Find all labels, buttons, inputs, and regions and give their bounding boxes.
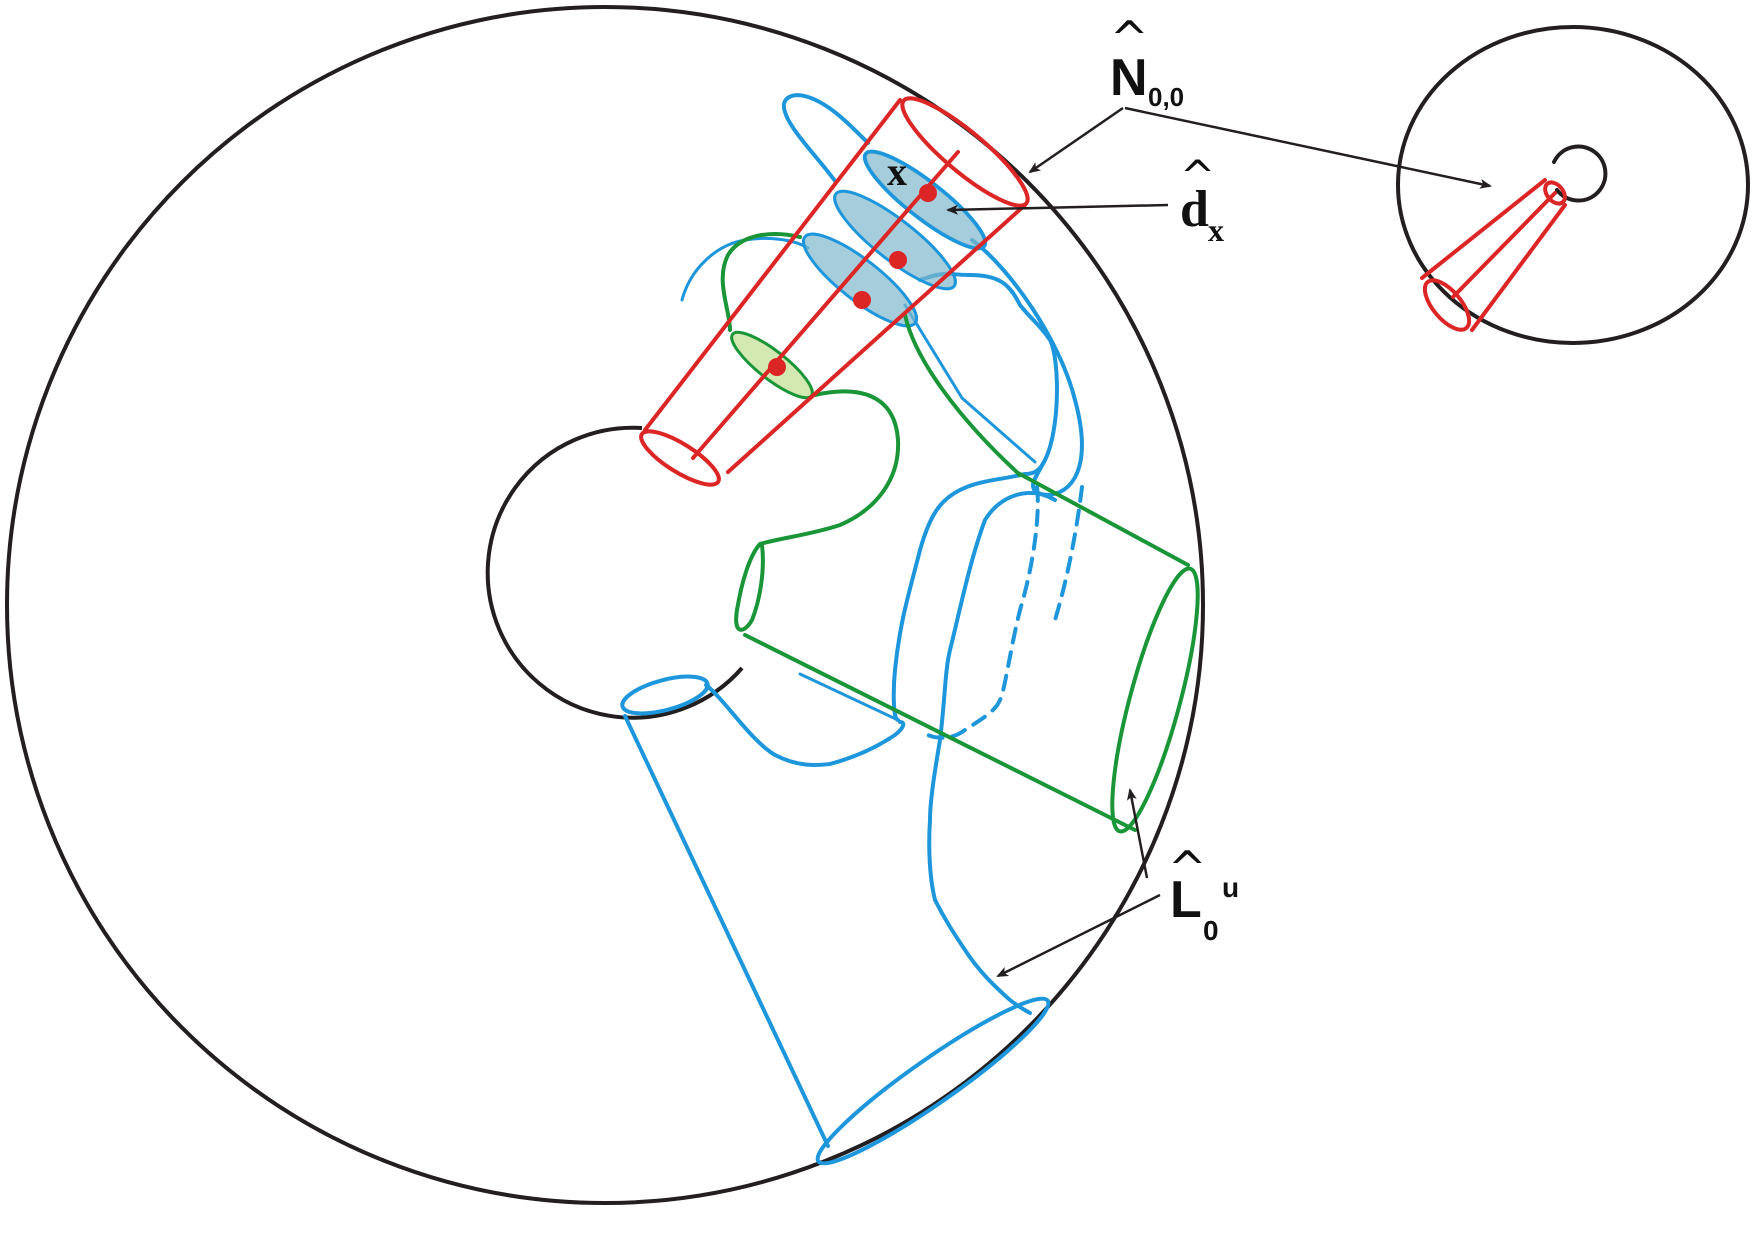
blue-right-s-lower — [894, 460, 1045, 720]
label-n-sub: 0,0 — [1148, 82, 1184, 113]
green-long-upper — [1018, 473, 1188, 565]
green-middle-loop — [760, 391, 898, 544]
inner-ball — [488, 428, 742, 718]
label-l-main: L — [1170, 870, 1202, 930]
blue-top-loop — [784, 95, 868, 181]
green-curve-from-disc — [905, 315, 1020, 475]
arrow-d-to-disc — [948, 205, 1168, 210]
blue-thin-lower — [800, 674, 898, 720]
label-l-sub: 0 — [1203, 915, 1219, 947]
red-bottom-ellipse — [634, 422, 725, 493]
red-point-2 — [891, 253, 905, 267]
label-d-main: d — [1180, 180, 1209, 239]
inset — [1398, 27, 1748, 343]
blue-bottom-ellipse — [806, 983, 1061, 1180]
blue-thin-arc — [682, 238, 808, 300]
label-x-point: x — [887, 148, 907, 195]
inset-circle — [1398, 27, 1748, 343]
inset-small-circle — [1554, 147, 1605, 201]
blue-thin-connector — [905, 305, 1035, 462]
blue-long-line — [625, 716, 828, 1146]
green-long-lower — [745, 635, 1135, 830]
arrow-n-to-tube — [1030, 108, 1123, 172]
inset-cone-axis — [1453, 193, 1555, 297]
label-l-sup: u — [1222, 872, 1239, 904]
blue-bottom-loop — [706, 685, 903, 765]
red-point-1 — [921, 186, 935, 200]
label-d-sub: x — [1208, 212, 1224, 249]
stable-manifold-green — [723, 234, 1215, 838]
blue-wavy-stem — [929, 493, 1055, 1013]
inset-cone-lower — [1472, 205, 1565, 330]
red-point-4 — [770, 360, 784, 374]
red-point-3 — [855, 293, 869, 307]
arrow-l-to-blue — [998, 895, 1160, 976]
label-n-main: N — [1110, 48, 1148, 108]
green-small-ellipse — [736, 544, 763, 630]
